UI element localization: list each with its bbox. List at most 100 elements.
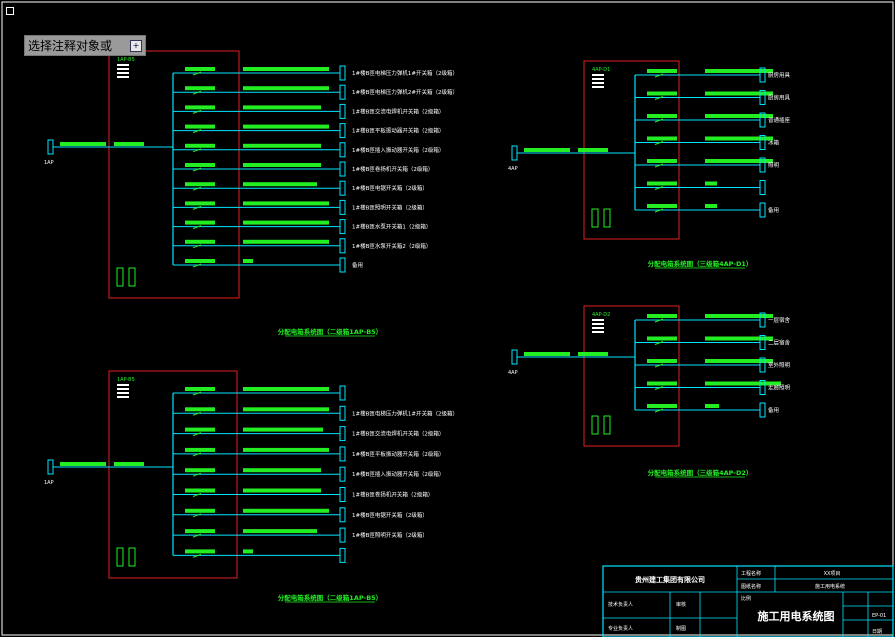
circuit-label: 1#楼B匝插入振动器开关箱（2级箱） bbox=[352, 146, 444, 154]
breaker-symbol bbox=[654, 408, 664, 413]
cable-spec bbox=[243, 220, 329, 225]
circuit-label: 备用 bbox=[768, 406, 779, 414]
breaker-symbol bbox=[192, 90, 202, 95]
outgoing-terminal bbox=[759, 357, 766, 373]
circuit-label: 厨房用具 bbox=[768, 71, 791, 79]
breaker-symbol bbox=[192, 472, 202, 477]
cable-spec bbox=[705, 159, 773, 163]
incoming-terminal bbox=[511, 349, 518, 365]
circuit-label: 厨房用具 bbox=[768, 94, 791, 102]
incoming-cable-label bbox=[524, 352, 570, 356]
main-breaker bbox=[578, 352, 608, 356]
breaker-symbol bbox=[654, 141, 664, 145]
cable-spec bbox=[243, 239, 329, 244]
breaker-label bbox=[647, 381, 677, 386]
circuit-row: 1#楼B匝电锯开关箱（2级箱） bbox=[173, 180, 428, 196]
command-prompt-tooltip[interactable]: 选择注释对象或 + bbox=[24, 35, 146, 56]
panel-4AP-D1[interactable]: 4AP-D14AP厨房用具厨房用具普通插座冰箱照明备用分配电箱系统图（三级箱4A… bbox=[508, 60, 791, 269]
breaker-label bbox=[185, 105, 215, 110]
expand-icon[interactable]: + bbox=[130, 40, 142, 52]
circuit-row: 1#楼B匝平板振动器开关箱（2级箱） bbox=[173, 123, 444, 139]
cable-spec bbox=[243, 182, 317, 187]
circuit-label: 1#楼B匝电梯压力弹机1#开关箱（2级箱） bbox=[352, 69, 458, 77]
cable-spec bbox=[705, 404, 719, 408]
breaker-symbol bbox=[192, 71, 202, 76]
panel-1AP-B5-top[interactable]: 1AP-B51AP1#楼B匝电梯压力弹机1#开关箱（2级箱）1#楼B匝电梯压力弹… bbox=[44, 50, 458, 337]
circuit-label: 1#楼B匝照明开关箱（2级箱） bbox=[352, 203, 428, 211]
circuit-row: 1#楼B匝照明开关箱（2级箱） bbox=[173, 199, 428, 215]
project-name-value: XX项目 bbox=[824, 571, 841, 577]
meter-icon bbox=[591, 208, 599, 228]
checker-label: 审核 bbox=[676, 601, 686, 608]
outgoing-terminal bbox=[339, 385, 346, 401]
sheet-number: EP-01 bbox=[872, 613, 886, 619]
tech-lead-label: 技术负责人 bbox=[608, 601, 633, 608]
spec-line bbox=[117, 392, 129, 394]
cable-spec bbox=[705, 136, 773, 141]
cable-spec bbox=[705, 359, 773, 363]
cable-spec bbox=[243, 259, 253, 263]
outgoing-terminal bbox=[339, 405, 346, 421]
outgoing-terminal bbox=[339, 199, 346, 215]
cable-spec bbox=[243, 67, 329, 71]
breaker-label bbox=[647, 336, 677, 341]
prompt-text: 选择注释对象或 bbox=[28, 39, 113, 53]
outgoing-terminal bbox=[339, 142, 346, 158]
breaker-symbol bbox=[192, 225, 202, 230]
breaker-label bbox=[647, 136, 677, 141]
incoming-cable-label bbox=[60, 462, 106, 466]
cable-spec bbox=[243, 549, 253, 554]
cable-spec bbox=[243, 105, 321, 110]
main-breaker bbox=[578, 148, 608, 152]
outgoing-terminal bbox=[759, 112, 766, 128]
circuit-row: 厨房用具 bbox=[635, 90, 791, 105]
circuit-row: 1#楼B匝电锯开关箱（2级箱） bbox=[173, 507, 428, 523]
incoming-label: 4AP bbox=[508, 166, 518, 172]
breaker-symbol bbox=[192, 263, 202, 268]
circuit-row: 1#楼B匝水泵开关箱2（2级箱） bbox=[173, 238, 431, 254]
breaker-symbol bbox=[192, 167, 202, 172]
breaker-label bbox=[185, 143, 215, 148]
incoming-label: 1AP bbox=[44, 160, 54, 166]
spec-line bbox=[592, 323, 604, 325]
breaker-symbol bbox=[654, 118, 664, 123]
breaker-label bbox=[185, 549, 215, 554]
circuit-label: 备用 bbox=[768, 206, 779, 214]
breaker-symbol bbox=[192, 493, 202, 497]
circuit-label: 1#楼B匝卷扬机开关箱（2级箱） bbox=[352, 491, 433, 499]
circuit-row: 1#楼B匝水泵开关箱1（2级箱） bbox=[173, 219, 431, 235]
circuit-label: 一层宿舍 bbox=[768, 316, 791, 324]
circuit-row: 1#楼B匝平板振动器开关箱（2级箱） bbox=[173, 446, 444, 462]
circuit-label: 1#楼B匝水泵开关箱2（2级箱） bbox=[352, 242, 431, 250]
outgoing-terminal bbox=[759, 135, 766, 150]
circuit-row bbox=[173, 547, 346, 563]
breaker-symbol bbox=[654, 208, 664, 213]
breaker-label bbox=[185, 201, 215, 206]
outgoing-terminal bbox=[339, 65, 346, 81]
meter-icon bbox=[603, 415, 611, 435]
spec-line bbox=[592, 82, 604, 84]
project-name-label: 工程名称 bbox=[741, 570, 761, 577]
breaker-symbol bbox=[654, 163, 664, 168]
circuit-row: 1#楼B匝交流电焊机开关箱（2级箱） bbox=[173, 103, 444, 119]
breaker-label bbox=[185, 529, 215, 534]
breaker-label bbox=[185, 468, 215, 473]
outgoing-terminal bbox=[759, 90, 766, 105]
spec-line bbox=[592, 74, 604, 76]
panel-1AP-B5-bottom[interactable]: 1AP-B51AP1#楼B匝电梯压力弹机1#开关箱（2级箱）1#楼B匝交流电焊机… bbox=[44, 370, 458, 603]
circuit-label: 1#楼B匝交流电焊机开关箱（2级箱） bbox=[352, 107, 444, 115]
breaker-label bbox=[647, 159, 677, 163]
cable-spec bbox=[705, 181, 717, 186]
cable-spec bbox=[243, 143, 321, 148]
circuit-row bbox=[173, 385, 346, 401]
panel-4AP-D2[interactable]: 4AP-D24AP一层宿舍二层宿舍室外照明走廊照明备用分配电箱系统图（三级箱4A… bbox=[508, 305, 791, 478]
cable-spec bbox=[705, 336, 773, 341]
outgoing-terminal bbox=[759, 202, 766, 218]
breaker-label bbox=[185, 124, 215, 129]
breaker-label bbox=[185, 488, 215, 493]
circuit-row: 普通插座 bbox=[635, 112, 791, 128]
meter-icon bbox=[603, 208, 611, 228]
incoming-terminal bbox=[47, 139, 54, 155]
